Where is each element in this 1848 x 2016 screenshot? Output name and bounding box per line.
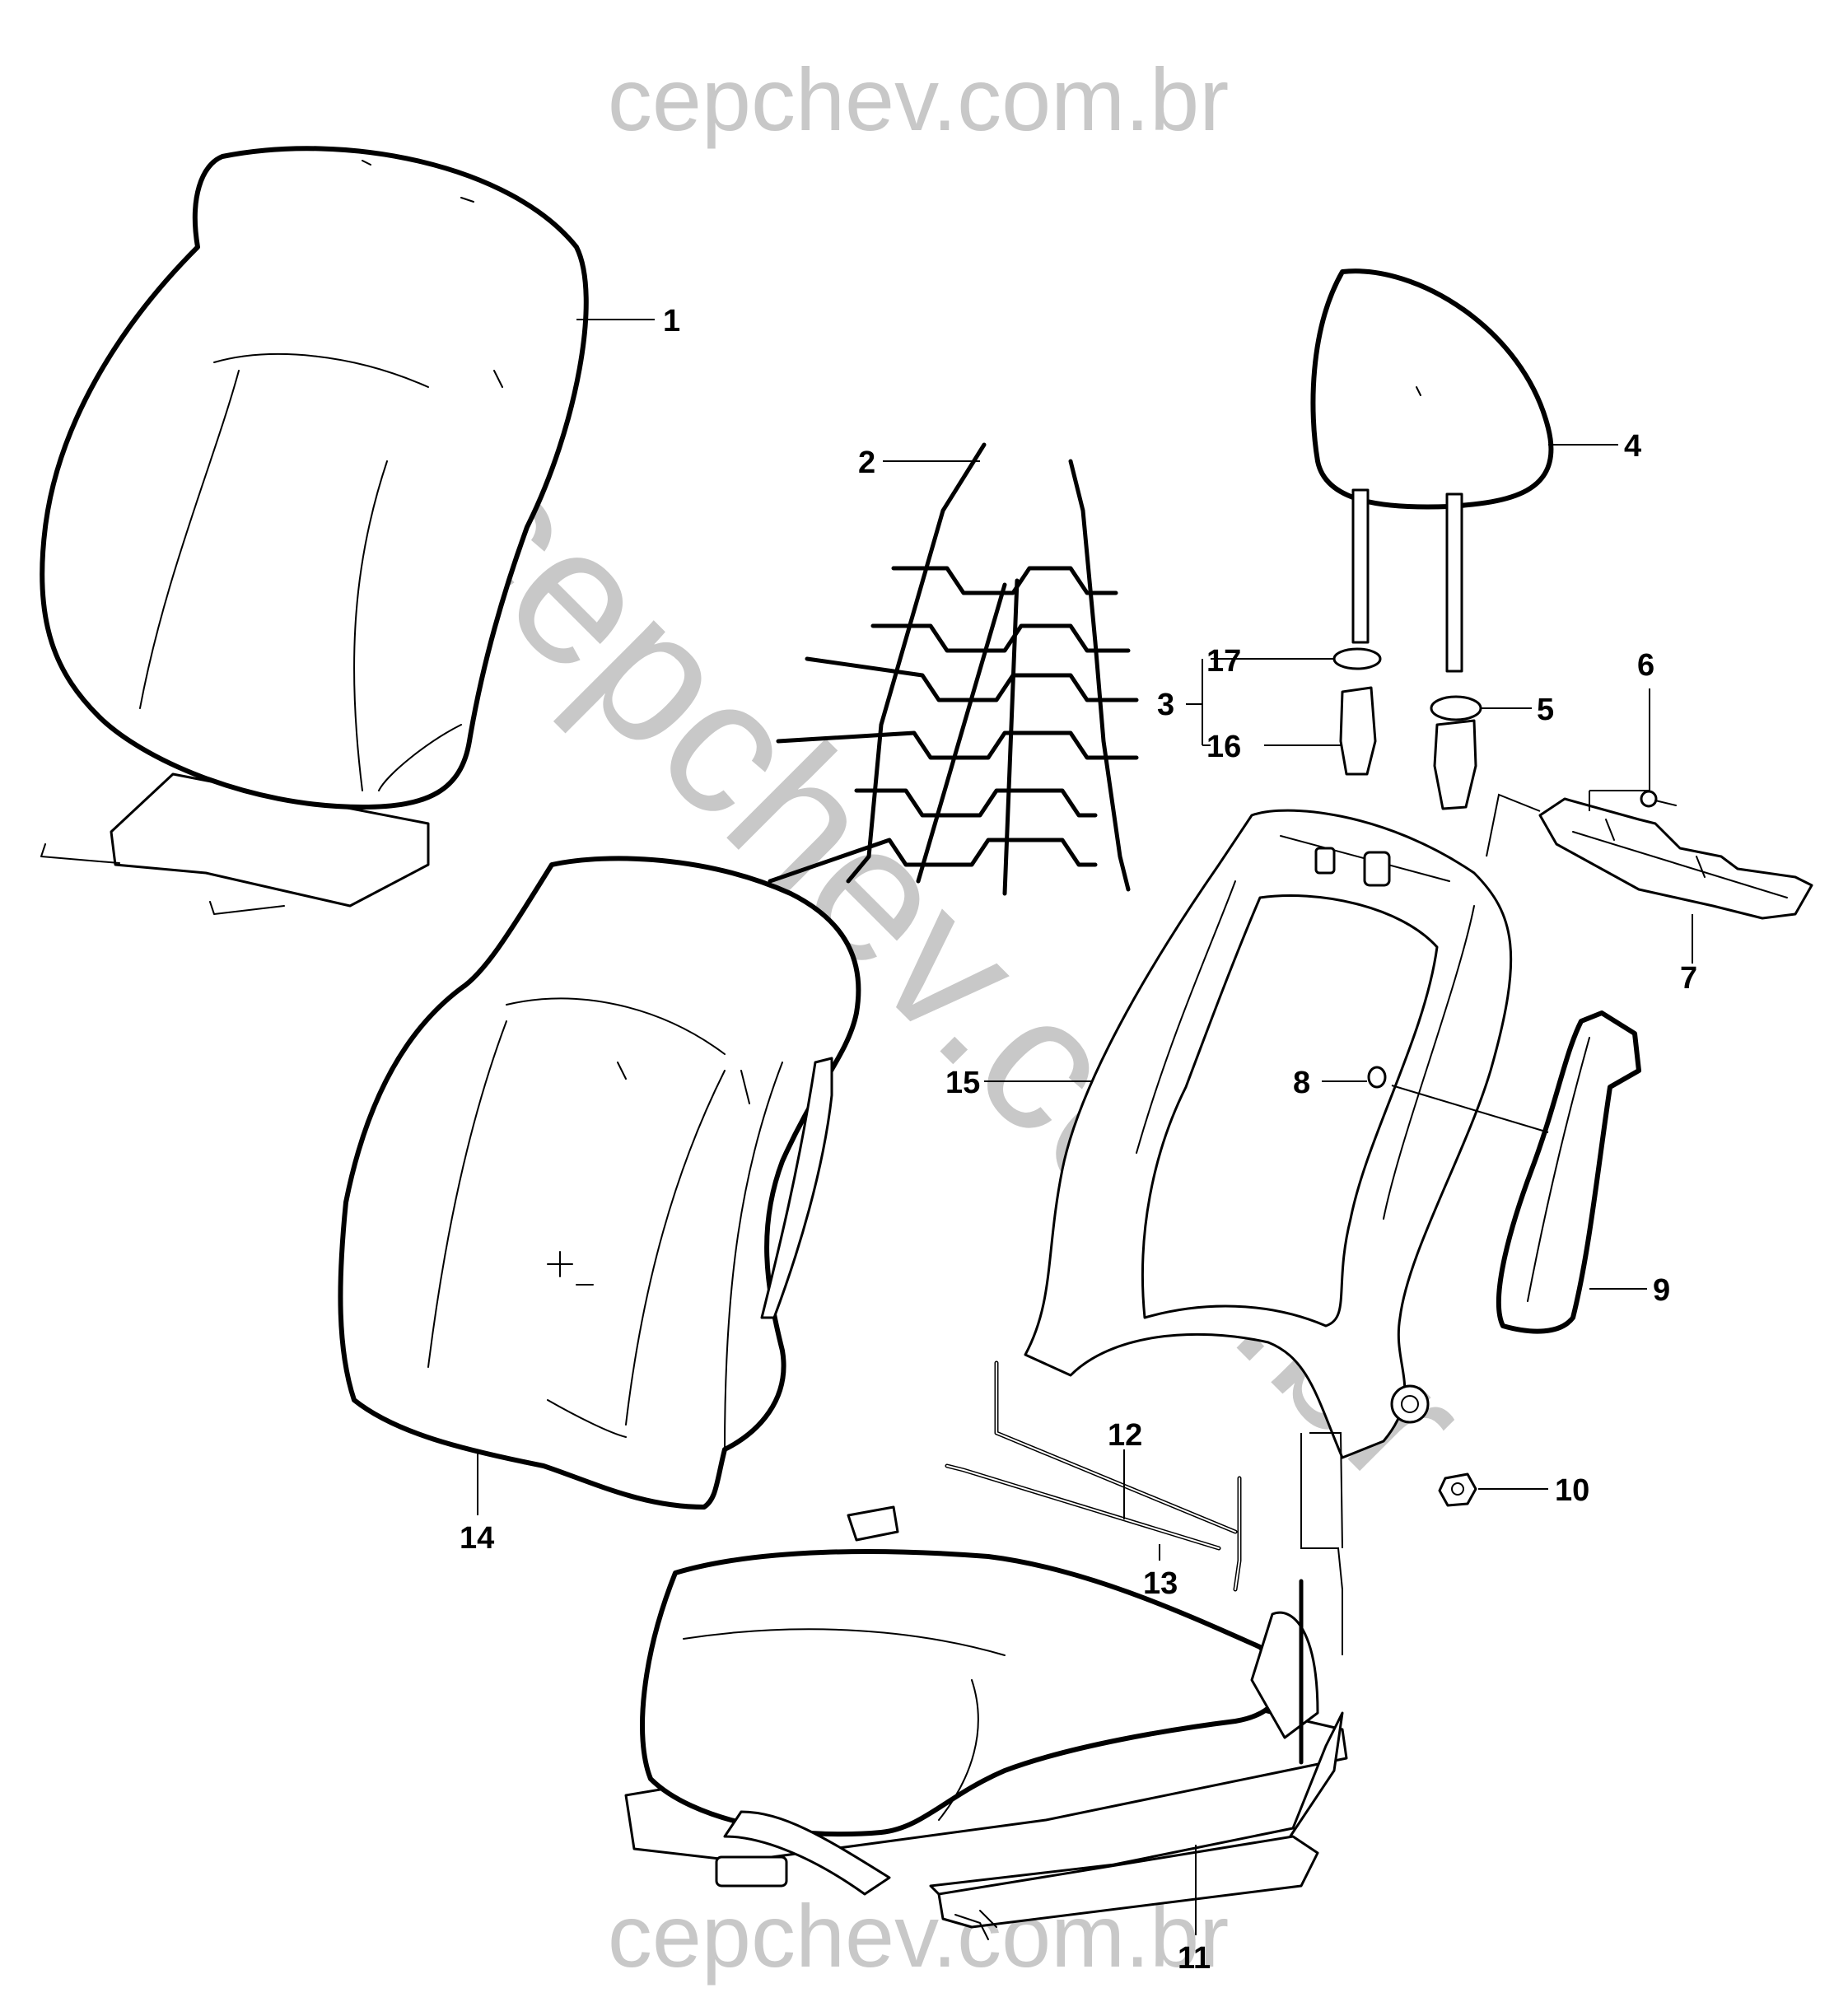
part-11-seat-cushion-track xyxy=(624,1505,1348,1940)
part-4-headrest xyxy=(1310,268,1554,673)
part-2-spring-mat xyxy=(768,442,1139,896)
callout-13: 13 xyxy=(1143,1566,1178,1601)
part-15-seatback-frame xyxy=(1024,809,1513,1459)
part-8-clip xyxy=(1367,1066,1387,1089)
callout-16: 16 xyxy=(1206,730,1241,764)
part-6-screw xyxy=(1640,790,1677,808)
callout-1: 1 xyxy=(663,304,680,338)
callout-4: 4 xyxy=(1624,429,1641,464)
part-14-seatback-cushion xyxy=(338,856,861,1510)
callout-8: 8 xyxy=(1293,1066,1310,1100)
callout-12: 12 xyxy=(1108,1418,1142,1453)
parts-12-13-rods xyxy=(945,1360,1242,1592)
callout-labels: 1 2 4 17 3 5 16 6 7 15 8 9 10 12 13 14 1… xyxy=(460,304,1697,1976)
callout-10: 10 xyxy=(1555,1473,1589,1508)
callout-5: 5 xyxy=(1537,693,1554,727)
callout-9: 9 xyxy=(1653,1273,1670,1308)
part-1-seatback-cover xyxy=(40,146,589,915)
part-9-side-panel xyxy=(1496,1010,1641,1334)
callout-14: 14 xyxy=(460,1521,494,1556)
callout-11: 11 xyxy=(1178,1941,1211,1976)
leader-lines xyxy=(477,319,1693,1935)
callout-2: 2 xyxy=(858,446,875,480)
part-7-bracket xyxy=(1538,797,1813,920)
callout-6: 6 xyxy=(1637,648,1654,683)
callout-15: 15 xyxy=(945,1066,980,1100)
callout-17: 17 xyxy=(1206,644,1241,679)
callout-3: 3 xyxy=(1157,688,1174,722)
watermark-top: cepchev.com.br xyxy=(608,49,1229,149)
part-10-nut xyxy=(1438,1472,1477,1507)
parts-5-16-17-headrest-guides xyxy=(1332,647,1482,810)
callout-7: 7 xyxy=(1680,961,1697,996)
